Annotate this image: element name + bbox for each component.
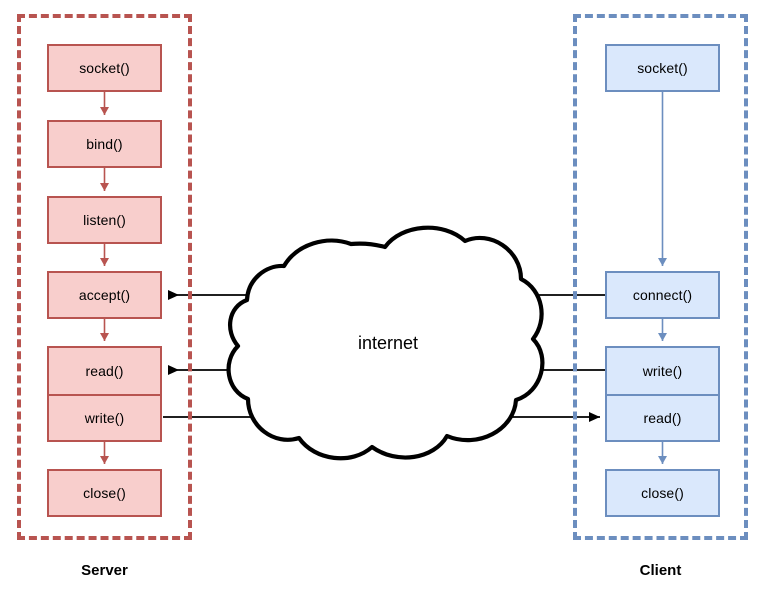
server-caption: Server	[81, 562, 128, 579]
client-read-node[interactable]: read()	[607, 394, 718, 440]
client-writeread-node: write() read()	[605, 346, 720, 442]
server-readwrite-node: read() write()	[47, 346, 162, 442]
server-close-node[interactable]: close()	[47, 469, 162, 517]
client-connect-node[interactable]: connect()	[605, 271, 720, 319]
server-group-boundary	[17, 14, 192, 540]
client-socket-node[interactable]: socket()	[605, 44, 720, 92]
client-write-node[interactable]: write()	[642, 363, 683, 379]
client-group-boundary	[573, 14, 748, 540]
server-read-node[interactable]: read()	[85, 363, 124, 379]
server-write-node[interactable]: write()	[49, 394, 160, 440]
server-socket-node[interactable]: socket()	[47, 44, 162, 92]
client-close-node[interactable]: close()	[605, 469, 720, 517]
server-accept-node[interactable]: accept()	[47, 271, 162, 319]
server-bind-node[interactable]: bind()	[47, 120, 162, 168]
server-listen-node[interactable]: listen()	[47, 196, 162, 244]
internet-label: internet	[357, 333, 419, 353]
client-caption: Client	[639, 562, 682, 579]
internet-connectors	[163, 290, 605, 422]
